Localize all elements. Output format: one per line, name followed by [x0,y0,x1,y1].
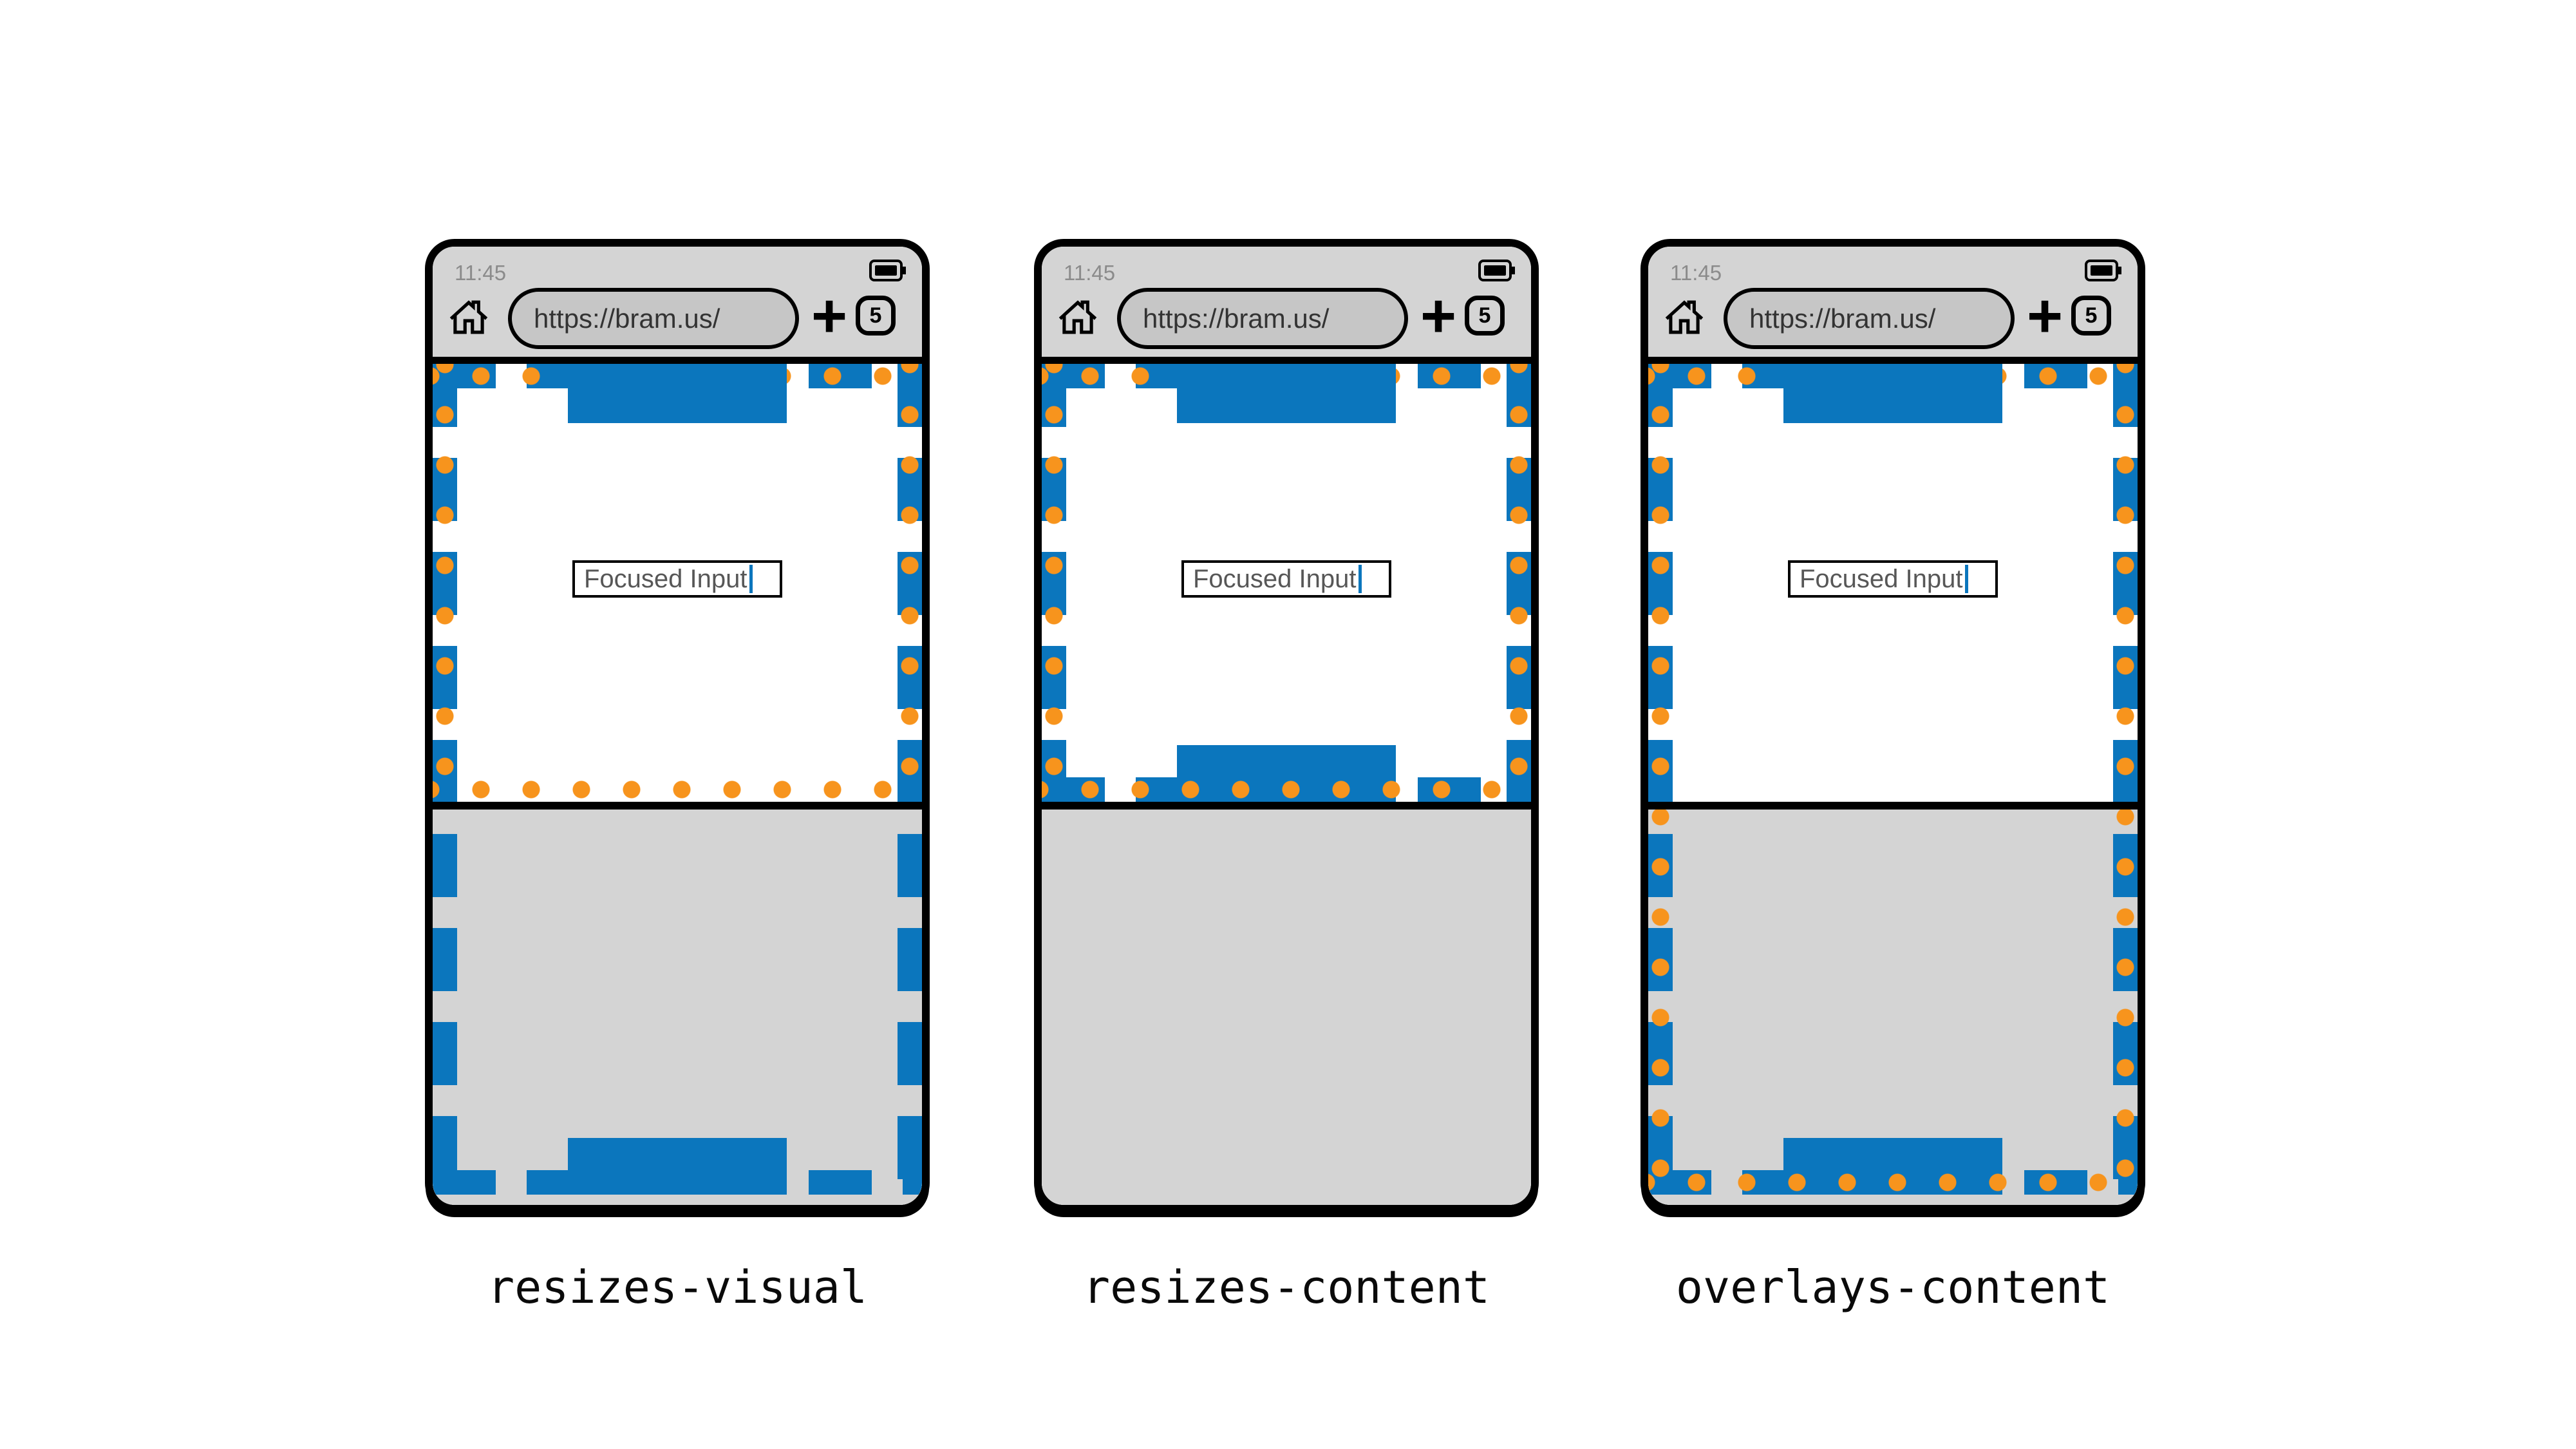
url-text: https://bram.us/ [1143,303,1330,334]
virtual-keyboard [1042,810,1531,1205]
home-button[interactable] [1057,293,1098,339]
tab-count-button[interactable]: 5 [856,296,896,336]
battery-icon [2085,260,2122,281]
page-header [568,364,787,423]
url-text: https://bram.us/ [1749,303,1936,334]
status-bar: 11:45 https://bram.us/ + 5 [433,247,922,357]
status-bar: 11:45 https://bram.us/ + 5 [1042,247,1531,357]
home-icon [449,300,488,320]
text-cursor [749,565,753,593]
keyboard-divider [433,802,922,810]
phone-screen: 11:45 https://bram.us/ + 5 [1042,247,1531,1205]
tab-count: 5 [869,303,882,328]
visual-viewport-dots-left [1042,364,1066,802]
visual-viewport-dots-right [2113,364,2138,1195]
tab-count-button[interactable]: 5 [1465,296,1505,336]
battery-icon [1478,260,1516,281]
chrome-divider [1648,357,2138,364]
home-icon [1665,300,1704,320]
text-cursor [1358,565,1362,593]
tab-count: 5 [2085,303,2098,328]
clock: 11:45 [455,261,507,285]
page-header [1177,364,1396,423]
input-value: Focused Input [1800,564,1963,593]
tab-count: 5 [1478,303,1491,328]
input-value: Focused Input [584,564,747,593]
visual-viewport-dots-left [433,364,457,802]
phone-mockup-overlays-content: 11:45 https://bram.us/ + 5 [1641,239,2145,1213]
chrome-divider [1042,357,1531,364]
home-icon [1058,300,1097,320]
visual-viewport-dots-left [1648,364,1673,1195]
keyboard-divider [1648,802,2138,810]
url-bar[interactable]: https://bram.us/ [1724,288,2015,349]
focused-input[interactable]: Focused Input [1181,560,1391,598]
web-page-viewport: Focused Input [1648,364,2138,1205]
web-page-viewport: Focused Input [1042,364,1531,1205]
web-page-viewport: Focused Input [433,364,922,1205]
status-bar: 11:45 https://bram.us/ + 5 [1648,247,2138,357]
phone-screen: 11:45 https://bram.us/ + 5 [1648,247,2138,1205]
visual-viewport-dots-right [1507,364,1531,802]
phone-label: overlays-content [1675,1261,2111,1314]
phone-mockup-resizes-visual: 11:45 https://bram.us/ + 5 [425,239,930,1213]
new-tab-button[interactable]: + [1420,281,1457,350]
page-header [1783,364,2002,423]
clock: 11:45 [1670,261,1722,285]
new-tab-button[interactable]: + [2026,281,2064,350]
home-button[interactable] [1664,293,1705,339]
text-cursor [1964,565,1968,593]
visual-viewport-dots-bottom [1648,1170,2138,1195]
visual-viewport-dots-bottom [433,777,922,802]
new-tab-button[interactable]: + [811,281,848,350]
visual-viewport-dots-bottom [1042,777,1531,802]
battery-icon [869,260,907,281]
visual-viewport-dots-right [898,364,922,802]
clock: 11:45 [1064,261,1116,285]
tab-count-button[interactable]: 5 [2071,296,2111,336]
home-button[interactable] [448,293,489,339]
url-bar[interactable]: https://bram.us/ [508,288,799,349]
focused-input[interactable]: Focused Input [1788,560,1998,598]
phone-label: resizes-content [1082,1261,1490,1314]
focused-input[interactable]: Focused Input [572,560,782,598]
input-value: Focused Input [1193,564,1357,593]
phone-label: resizes-visual [487,1261,867,1314]
page-footer [568,1138,787,1195]
keyboard-divider [1042,802,1531,810]
url-bar[interactable]: https://bram.us/ [1117,288,1408,349]
phone-mockup-resizes-content: 11:45 https://bram.us/ + 5 [1034,239,1539,1213]
phone-screen: 11:45 https://bram.us/ + 5 [433,247,922,1205]
chrome-divider [433,357,922,364]
url-text: https://bram.us/ [534,303,720,334]
